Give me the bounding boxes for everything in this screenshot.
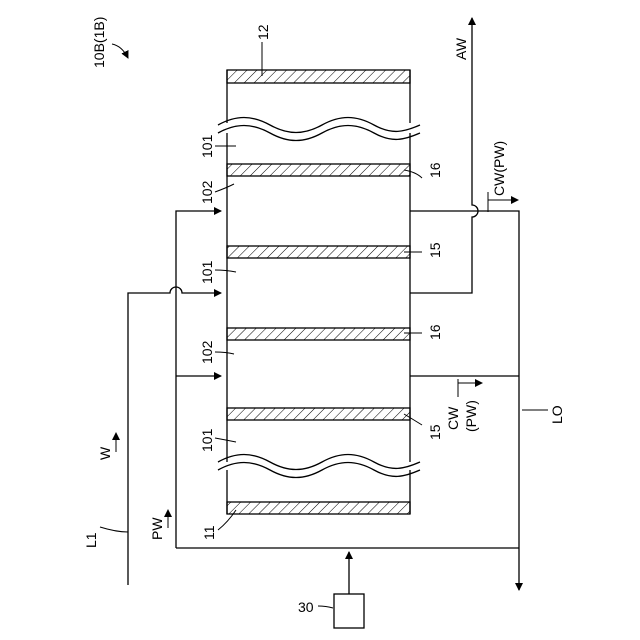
label-bottom-end-plate: 11 (201, 525, 217, 540)
label-acid-water: AW (453, 37, 469, 60)
membrane-15-lower (227, 408, 410, 420)
power-source-box (334, 594, 364, 628)
label-chamber-102-lower: 102 (199, 340, 215, 364)
feed-piping (128, 211, 519, 585)
figure-label-text: 10B(1B) (91, 17, 107, 68)
membrane-16-lower (227, 328, 410, 340)
label-concentrate-upper: CW(PW) (491, 141, 507, 196)
label-membrane-16-upper: 16 (427, 162, 443, 178)
power-source (334, 552, 364, 628)
bottom-end-plate (227, 502, 410, 514)
label-membrane-15-upper: 15 (427, 242, 443, 258)
label-chamber-102-upper: 102 (199, 180, 215, 204)
membrane-15-upper (227, 246, 410, 258)
label-concentrate-lower-cw: CW (445, 406, 461, 430)
leader-lines (100, 42, 548, 608)
membrane-16-upper (227, 164, 410, 176)
label-feed-line: L1 (83, 532, 99, 548)
wavy-break-bottom (218, 455, 420, 478)
label-outlet-line: LO (549, 405, 565, 424)
label-chamber-101-top: 101 (199, 134, 215, 158)
label-membrane-16-lower: 16 (427, 324, 443, 340)
outlet-piping (410, 18, 519, 590)
flow-arrow-cw-lower (458, 379, 482, 397)
label-power-source: 30 (298, 599, 314, 615)
label-process-water: PW (149, 517, 165, 540)
label-concentrate-lower-pw: (PW) (463, 400, 479, 432)
top-end-plate (227, 70, 410, 83)
wavy-break-top (218, 118, 420, 141)
label-chamber-101-middle: 101 (199, 260, 215, 284)
figure-label-arrow (112, 44, 128, 58)
label-membrane-15-lower: 15 (427, 424, 443, 440)
label-feed-water: W (97, 446, 113, 460)
label-chamber-101-bottom: 101 (199, 428, 215, 452)
label-top-end-plate: 12 (255, 24, 271, 40)
figure-label: 10B(1B) (91, 17, 128, 68)
